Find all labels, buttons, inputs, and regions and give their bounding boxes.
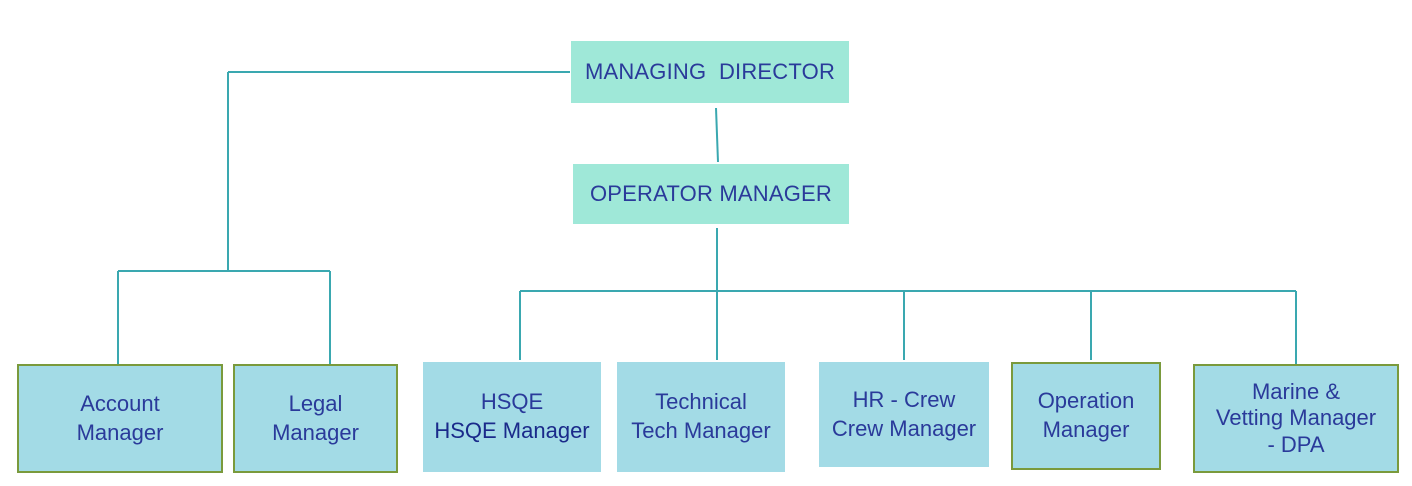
legal-manager-line-1: Legal	[288, 390, 343, 416]
hsqe-manager-line-1: HSQE	[480, 389, 544, 415]
technical-manager-box: Technical Tech Manager	[617, 362, 785, 472]
operation-manager-line-1: Operation	[1037, 388, 1135, 414]
technical-manager-line-1: Technical	[655, 389, 747, 415]
operation-manager-line-2: Manager	[1042, 417, 1130, 442]
marine-vetting-manager-line-1: Marine &	[1251, 378, 1341, 404]
managing-director-box: MANAGING DIRECTOR	[571, 41, 849, 103]
operator-manager-label: OPERATOR MANAGER	[590, 180, 832, 206]
account-manager-box: Account Manager	[17, 364, 223, 473]
technical-manager-line-2: Tech Manager	[631, 418, 771, 443]
legal-manager-line-2: Manager	[272, 419, 359, 445]
hr-crew-manager-box: HR - Crew Crew Manager	[819, 362, 989, 467]
hr-crew-manager-line-1: HR - Crew	[852, 386, 956, 412]
account-manager-line-1: Account	[80, 390, 160, 416]
legal-manager-box: Legal Manager	[233, 364, 398, 473]
operation-manager-box: Operation Manager	[1011, 362, 1161, 470]
hsqe-manager-box: HSQE HSQE Manager	[423, 362, 601, 472]
hr-crew-manager-line-2: Crew Manager	[831, 415, 977, 441]
account-manager-line-2: Manager	[76, 419, 164, 445]
connector-md-operator	[715, 107, 719, 163]
marine-vetting-manager-line-2: Vetting Manager	[1215, 405, 1377, 431]
managing-director-label: MANAGING DIRECTOR	[584, 58, 836, 84]
hsqe-manager-line-2: HSQE Manager	[434, 418, 590, 443]
operator-manager-box: OPERATOR MANAGER	[573, 164, 849, 224]
marine-vetting-manager-box: Marine & Vetting Manager - DPA	[1193, 364, 1399, 473]
marine-vetting-manager-line-3: - DPA	[1267, 431, 1325, 457]
